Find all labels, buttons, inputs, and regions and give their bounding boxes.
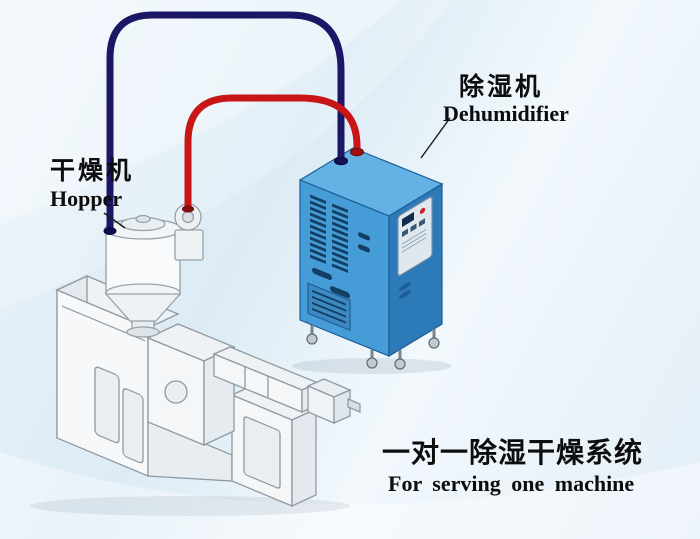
extruder-machine [55,274,361,508]
panel-button-2 [410,223,417,233]
panel-power-button [419,207,426,214]
die-end-face [333,389,351,424]
hopper-flange [126,326,160,338]
vent-capsule-2 [330,286,350,299]
caster [428,337,440,349]
hopper-dryer [104,203,204,338]
hopper-lid-knob [135,214,151,224]
vent-capsule-1 [312,267,332,280]
handle-slot-2 [358,244,370,253]
blower-hub [181,210,195,224]
leader-lines [103,117,451,229]
dehumidifier-side-details [397,196,433,299]
hopper-label-cn: 干燥机 [50,156,135,185]
panel-button-3 [419,218,425,227]
vent-slats-column2 [332,203,348,273]
hopper-body [105,228,181,294]
panel-label-lines [402,229,426,253]
dehumidifier-front-details [307,194,370,332]
cabinet-front-details [62,305,145,464]
bottom-grill-lines [312,289,346,324]
handle-slot-1 [358,232,370,241]
dehumidifier-label-cn: 除湿机 [459,72,544,101]
dehumidifier-port-navy [334,156,348,166]
dehumidifier-label-en: Dehumidifier [443,101,569,126]
stand-end-face [291,407,317,508]
hoses [103,11,364,235]
stand-door-group [243,416,281,489]
die-nozzle [347,398,361,413]
caster-stems [310,325,436,359]
navy-hose [106,11,345,232]
caster [306,333,318,345]
machine-shadow [30,496,350,516]
caster [394,358,406,370]
hopper-leader-line [103,212,126,229]
system-caption-en: For serving one machine [388,471,635,496]
stand-door [243,416,281,489]
dehumidifier-leader-line [420,117,451,159]
blower-box [174,229,204,261]
side-vent-1 [399,281,411,291]
blower-inlet-port [182,205,194,213]
gearbox-housing [164,380,188,404]
panel-display [402,211,414,228]
hopper-inlet-port [103,227,117,235]
vent-slats-column1 [310,194,326,265]
hopper-label-en: Hopper [50,186,123,211]
sweep-bottom [0,452,700,539]
shadows [30,358,452,516]
dehumidifier-unit [298,147,444,370]
hopper-cone [104,293,182,323]
cabinet-door-right [122,388,144,464]
panel-button-1 [402,228,408,238]
red-hose [184,94,361,211]
cabinet-door-left [94,366,120,444]
caster [366,357,378,369]
side-vent-2 [399,289,411,299]
bottom-grill [307,282,351,332]
caster-wheels [306,325,440,370]
barrel-flange-rings [244,367,269,398]
dehumidifier-port-red [350,147,364,157]
system-caption-cn: 一对一除湿干燥系统 [382,436,644,469]
